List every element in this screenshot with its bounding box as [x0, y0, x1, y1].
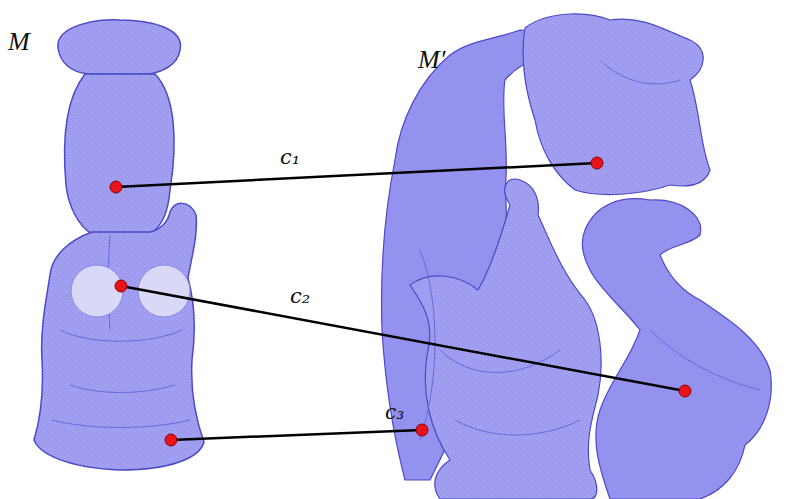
keypoint — [115, 280, 127, 292]
keypoint — [679, 385, 691, 397]
correspondence-line — [171, 430, 422, 440]
correspondence-label: c₂ — [290, 285, 310, 308]
keypoint — [591, 157, 603, 169]
correspondence-label: c₁ — [280, 146, 300, 169]
keypoint — [165, 434, 177, 446]
model-label: M — [8, 28, 30, 57]
cluttered-scene — [382, 14, 772, 499]
correspondence-lines — [116, 163, 685, 440]
chest-circle — [71, 265, 123, 317]
scene-label: M′ — [418, 46, 445, 75]
keypoint — [110, 181, 122, 193]
match-points — [110, 157, 691, 446]
correspondence-label: c₃ — [385, 401, 404, 423]
correspondence-line — [121, 286, 685, 391]
chef-statue — [34, 20, 204, 470]
correspondence-line — [116, 163, 597, 187]
keypoint — [416, 424, 428, 436]
